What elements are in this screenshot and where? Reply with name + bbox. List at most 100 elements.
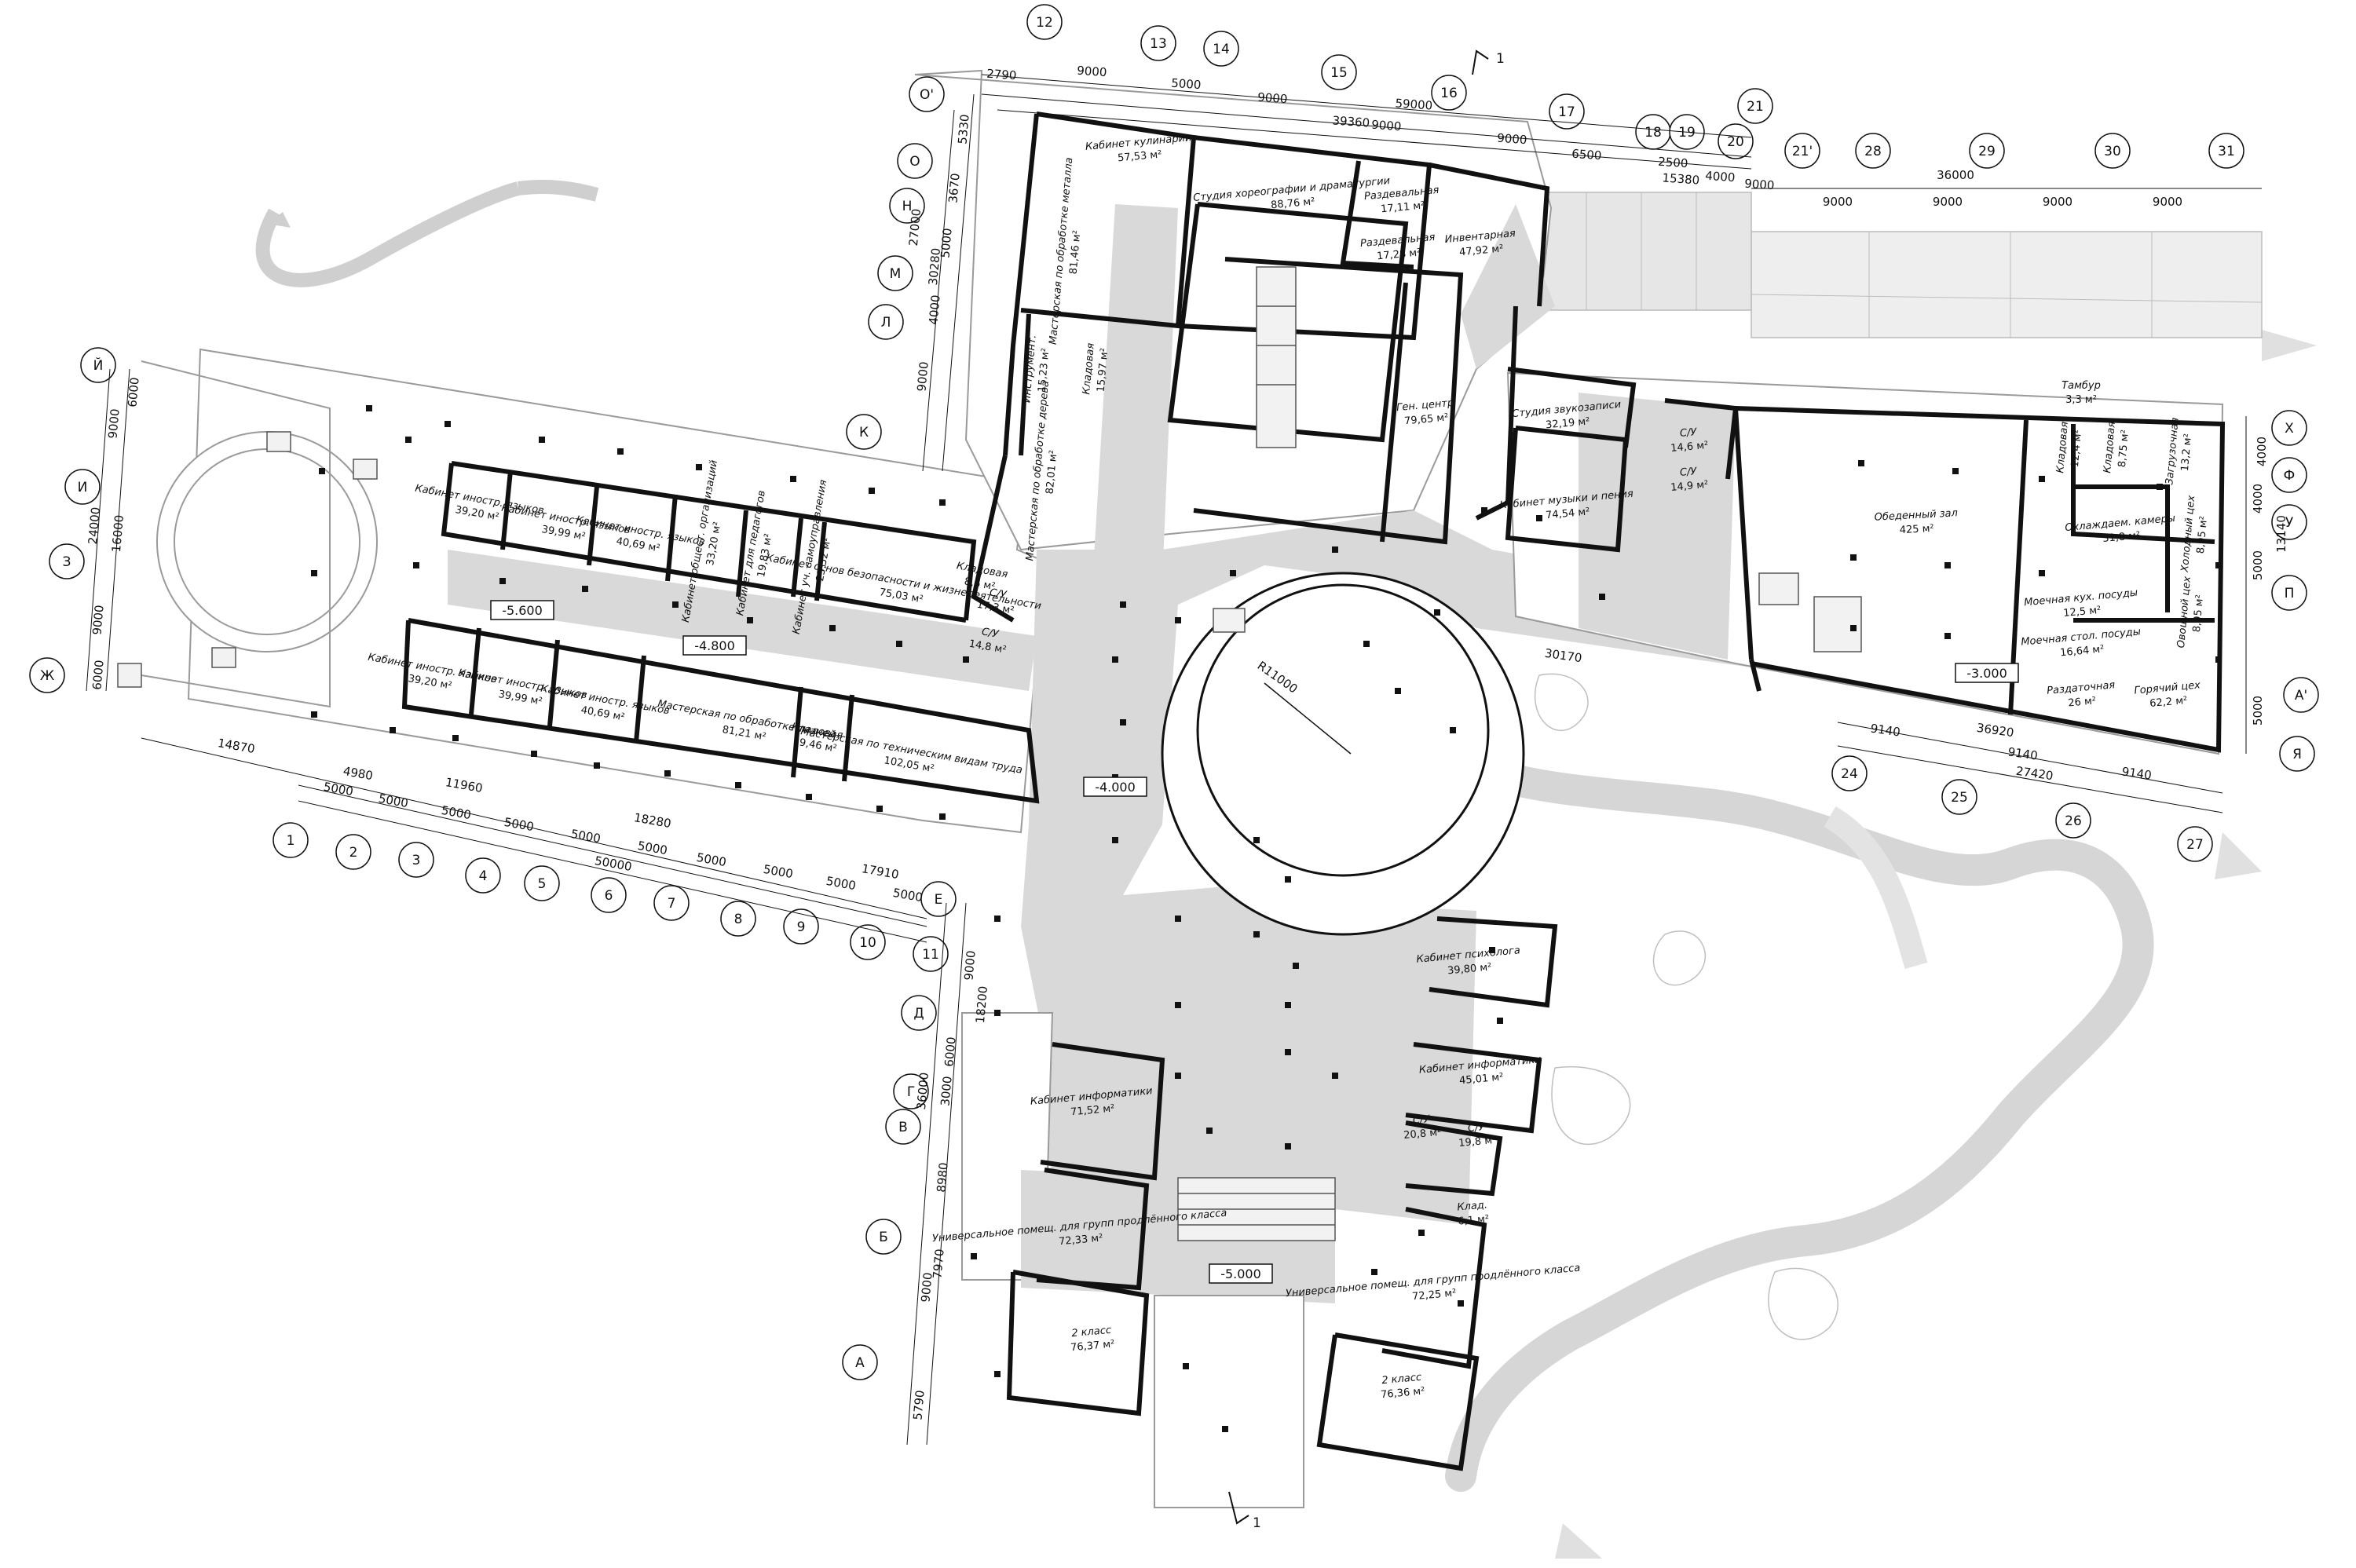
- dimension-line: [981, 93, 1752, 158]
- column-marker: [1253, 931, 1260, 938]
- axis-label: 7: [668, 896, 676, 912]
- column-marker: [994, 1371, 1001, 1377]
- dimension-value: 8980: [934, 1162, 950, 1193]
- axis-label: 28: [1864, 144, 1882, 159]
- column-marker: [499, 578, 506, 584]
- axis-bubble: [2283, 677, 2319, 713]
- column-marker: [1120, 719, 1126, 726]
- dimension-value: 7970: [930, 1248, 946, 1280]
- axis-label: 29: [1978, 144, 1996, 159]
- section-marks: [1228, 49, 1489, 1525]
- axis-bubble: [2271, 457, 2307, 493]
- axis-label: О': [920, 87, 934, 103]
- room-name: Ген. центр: [1396, 397, 1454, 414]
- column-marker: [405, 437, 412, 443]
- axis-label: В: [898, 1120, 908, 1135]
- room-wc_s2: С/У19,8 м²: [1458, 1121, 1497, 1150]
- column-marker: [1418, 1230, 1425, 1236]
- column-marker: [1175, 1073, 1181, 1079]
- column-marker: [1285, 1002, 1291, 1008]
- dimension-value: 9000: [1497, 131, 1527, 148]
- axis-label: 15: [1330, 65, 1348, 81]
- dimension-value: 5000: [570, 827, 602, 846]
- column-marker: [1206, 1128, 1213, 1134]
- axis-label: 1: [287, 833, 295, 849]
- room-name: С/У: [1412, 1113, 1431, 1127]
- room-area: 57,53 м²: [1118, 149, 1162, 165]
- dimension-value: 6000: [942, 1036, 958, 1068]
- dimension-value: 4980: [342, 764, 375, 783]
- axis-bubble: [524, 865, 560, 901]
- room-area: 8,6 м²: [964, 576, 997, 593]
- column-marker: [444, 421, 451, 427]
- room-name: С/У: [1467, 1121, 1486, 1135]
- dimension-value: 14870: [217, 736, 256, 756]
- dimension-value: 2790: [986, 67, 1017, 83]
- dimension-line: [86, 368, 111, 692]
- dimension-value: 9000: [1371, 118, 1402, 134]
- axis-label: Ф: [2284, 468, 2296, 484]
- axis-label: 11: [922, 947, 939, 963]
- column-marker: [1599, 594, 1605, 600]
- column-marker: [1395, 688, 1401, 694]
- dimension-value: 17910: [861, 861, 900, 882]
- column-marker: [1332, 1073, 1338, 1079]
- room-name: 2 класс: [1071, 1325, 1112, 1340]
- dimension-value: 5000: [2251, 696, 2265, 726]
- dimension-value: 9140: [2007, 744, 2039, 762]
- axis-bubble: [2271, 410, 2307, 446]
- room-area: 8,75 м²: [2116, 429, 2131, 468]
- column-marker: [1458, 1300, 1464, 1307]
- level-mark: -5.600: [502, 603, 543, 618]
- dimension-value: 50000: [594, 853, 633, 874]
- column-marker: [664, 770, 671, 777]
- axis-bubble: [1969, 133, 2005, 169]
- column-marker: [747, 617, 753, 623]
- dimension-line: [926, 902, 967, 1446]
- axis-label: Л: [881, 315, 891, 331]
- dimension-value: 9000: [1077, 64, 1107, 80]
- dimension-value: 16000: [109, 514, 126, 553]
- column-marker: [1450, 727, 1456, 733]
- room-area: 19,8 м²: [1458, 1135, 1497, 1150]
- dimension-value: 24000: [86, 506, 103, 545]
- dimension-line: [906, 902, 947, 1446]
- axis-bubble: [865, 1219, 902, 1255]
- dimension-line: [105, 368, 130, 692]
- column-marker: [1175, 617, 1181, 623]
- column-marker: [1332, 546, 1338, 553]
- column-marker: [2215, 656, 2222, 663]
- axis-bubble: [1549, 93, 1585, 130]
- axis-bubble: [335, 834, 371, 870]
- room-name: С/У: [989, 587, 1008, 601]
- dimension-value: 9000: [2153, 195, 2182, 209]
- room-name: С/У: [1679, 426, 1698, 440]
- axis-bubble: [80, 347, 116, 383]
- axis-label: 26: [2065, 813, 2082, 829]
- column-marker: [366, 405, 372, 411]
- axis-label: 21': [1792, 144, 1813, 159]
- dimension-value: 5000: [892, 886, 924, 905]
- column-marker: [311, 711, 317, 718]
- axis-label: Е: [935, 892, 943, 908]
- level-mark: -4.000: [1095, 780, 1136, 795]
- room-area: 39,80 м²: [1447, 962, 1492, 978]
- dimension-value: 6000: [125, 377, 141, 408]
- dimension-value: 4000: [2255, 437, 2269, 466]
- room-area: 15,97 м²: [1096, 348, 1111, 393]
- dimension-line: [922, 109, 955, 472]
- axis-label: 25: [1951, 790, 1968, 806]
- column-marker: [994, 916, 1001, 922]
- room-area: 81,46 м²: [1068, 230, 1084, 275]
- dimension-value: 5000: [763, 862, 795, 881]
- dimension-value: 9000: [105, 408, 122, 440]
- axis-bubble: [842, 1344, 878, 1380]
- dimension-value: 9000: [961, 950, 978, 981]
